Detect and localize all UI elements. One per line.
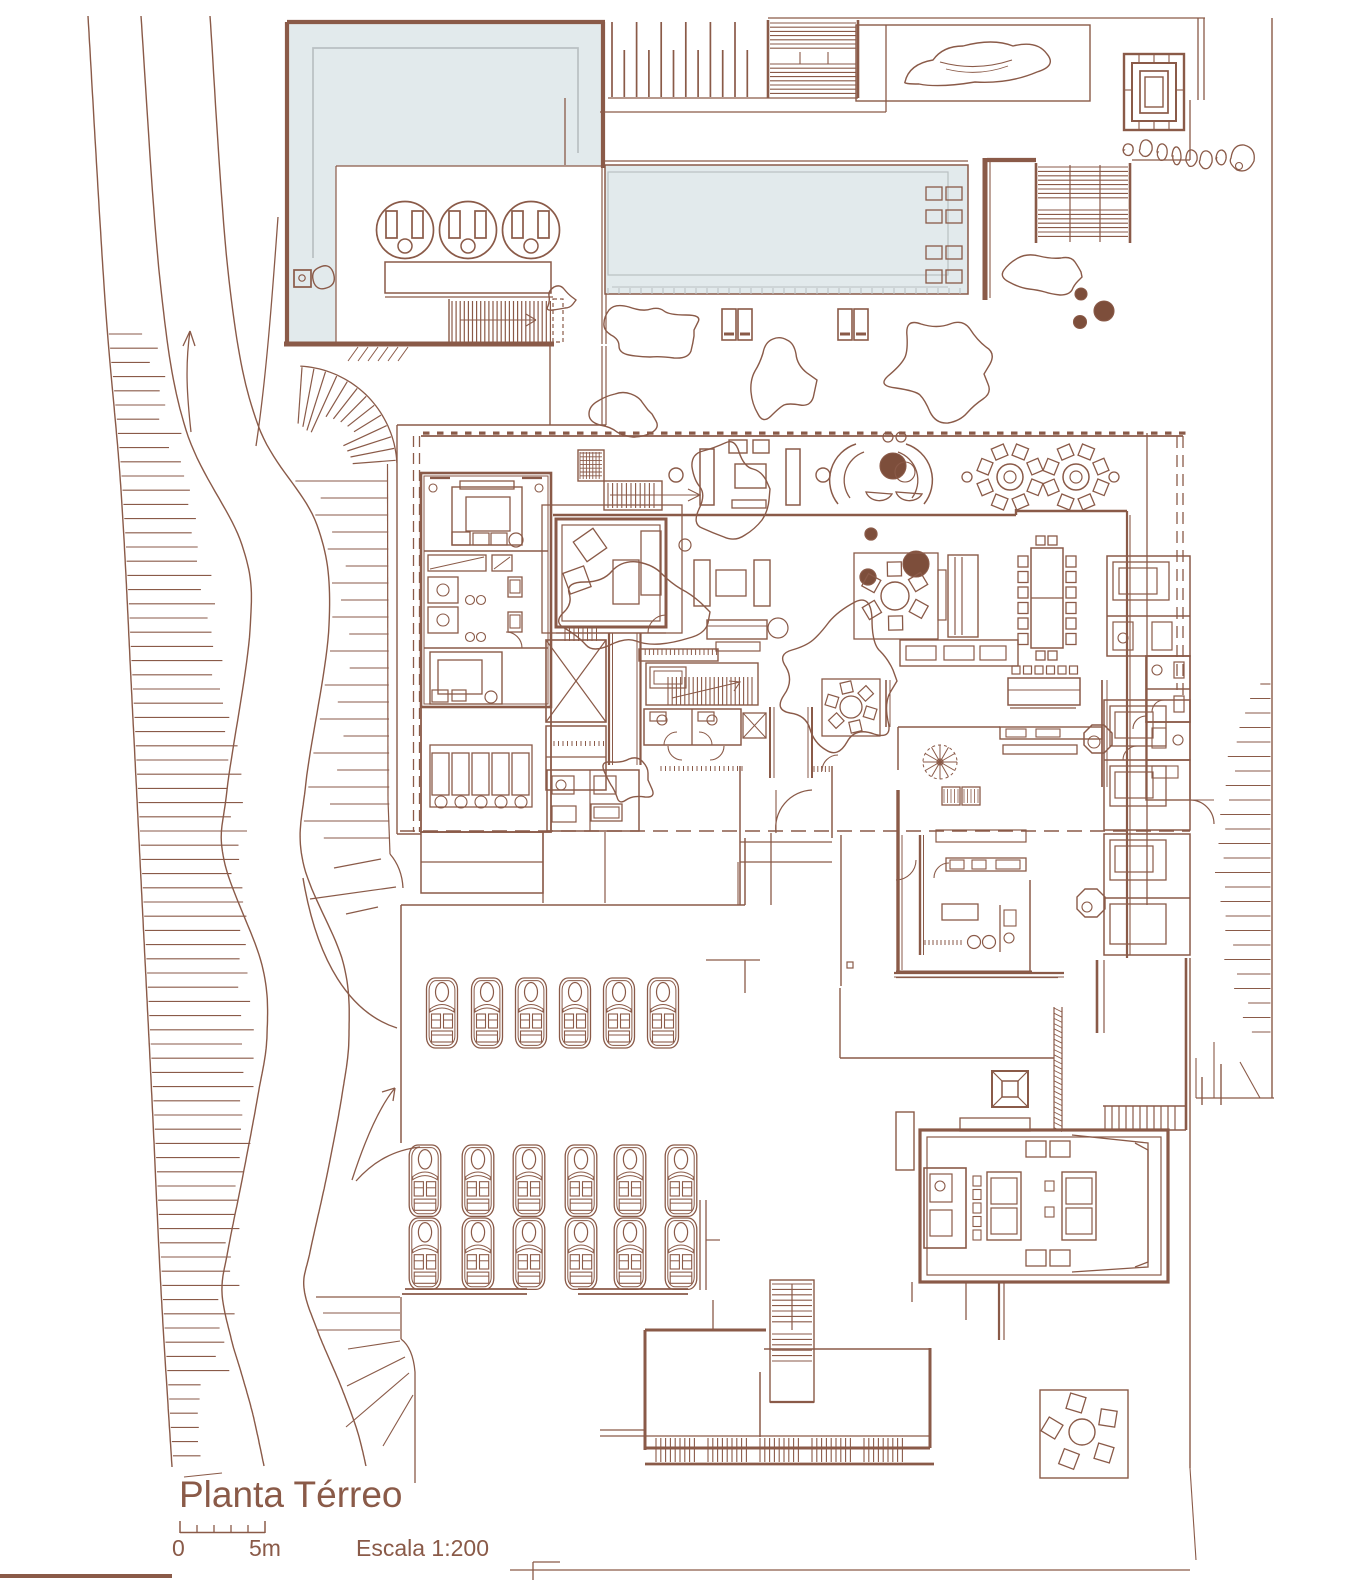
svg-text:Planta Térreo: Planta Térreo <box>179 1474 403 1515</box>
svg-text:0: 0 <box>172 1535 185 1561</box>
svg-text:Escala 1:200: Escala 1:200 <box>356 1535 489 1561</box>
svg-text:5m: 5m <box>249 1535 281 1561</box>
